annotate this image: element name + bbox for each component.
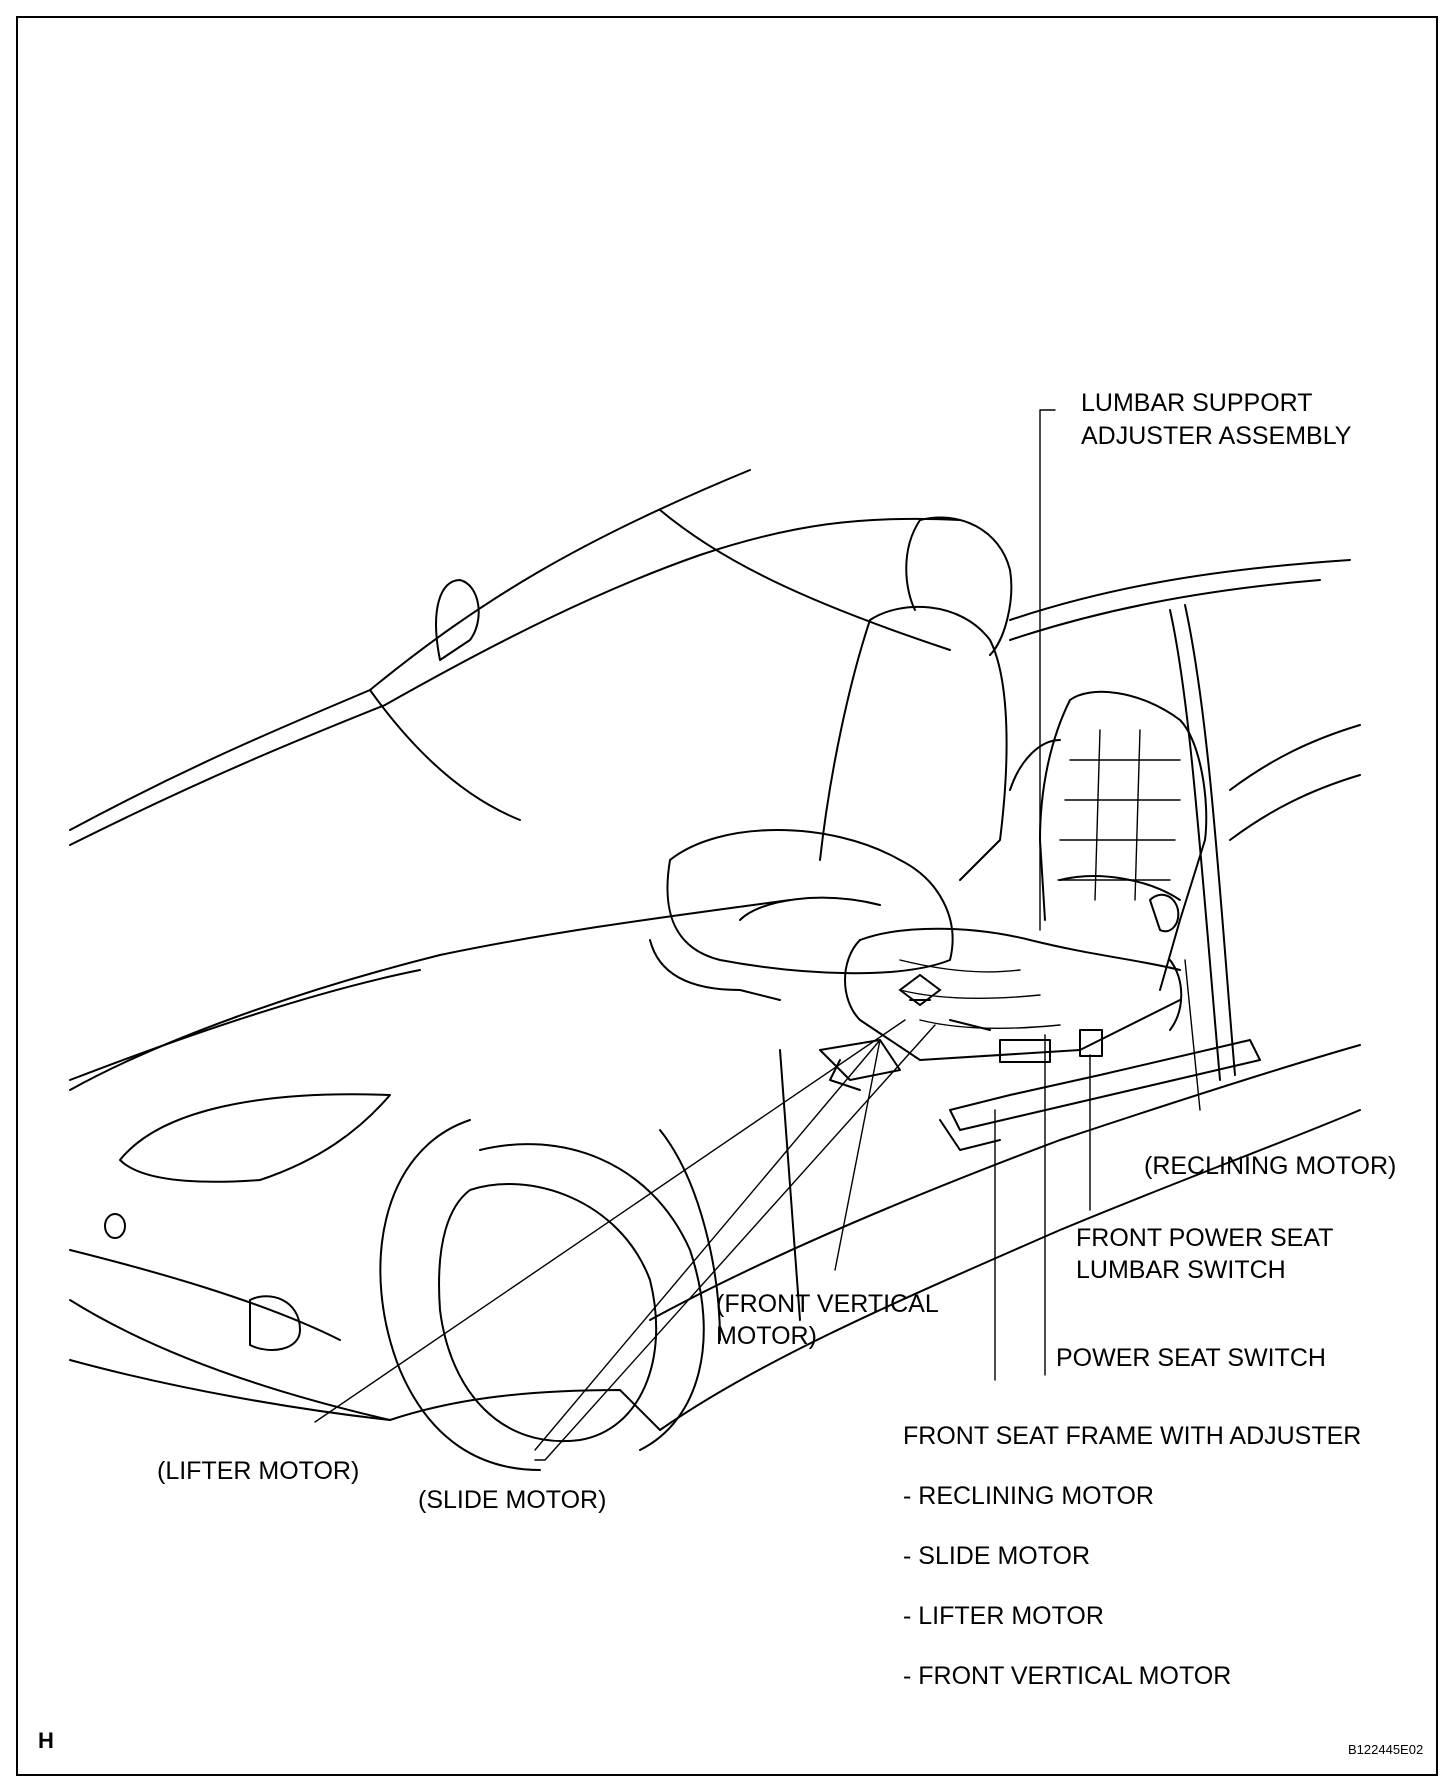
lumbar-switch-label-2: LUMBAR SWITCH (1076, 1256, 1286, 1284)
lumbar-support-label: LUMBAR SUPPORT (1081, 389, 1313, 417)
slide-motor-label: (SLIDE MOTOR) (418, 1486, 607, 1514)
seat-frame-item: - LIFTER MOTOR (903, 1602, 1104, 1630)
driver-seat-frame (819, 690, 1261, 1151)
figure-code: B122445E02 (1348, 1742, 1424, 1757)
front-vertical-motor-label: (FRONT VERTICAL (716, 1290, 939, 1318)
seat-frame-title: FRONT SEAT FRAME WITH ADJUSTER (903, 1422, 1362, 1450)
power-seat-switch-label: POWER SEAT SWITCH (1056, 1344, 1326, 1372)
reclining-motor-label: (RECLINING MOTOR) (1144, 1152, 1397, 1180)
seat-frame-item: - FRONT VERTICAL MOTOR (903, 1662, 1232, 1690)
leader-lines (314, 409, 1201, 1461)
car-outline (69, 469, 1361, 1471)
front-vertical-motor-label-2: MOTOR) (716, 1322, 817, 1350)
diagram-frame (16, 16, 1438, 1776)
lumbar-support-label-2: ADJUSTER ASSEMBLY (1081, 422, 1352, 450)
lumbar-switch-label: FRONT POWER SEAT (1076, 1224, 1334, 1252)
corner-letter: H (38, 1728, 54, 1753)
lifter-motor-label: (LIFTER MOTOR) (157, 1457, 360, 1485)
seat-frame-item: - RECLINING MOTOR (903, 1482, 1154, 1510)
passenger-seat (649, 516, 1013, 1001)
seat-frame-item: - SLIDE MOTOR (903, 1542, 1091, 1570)
